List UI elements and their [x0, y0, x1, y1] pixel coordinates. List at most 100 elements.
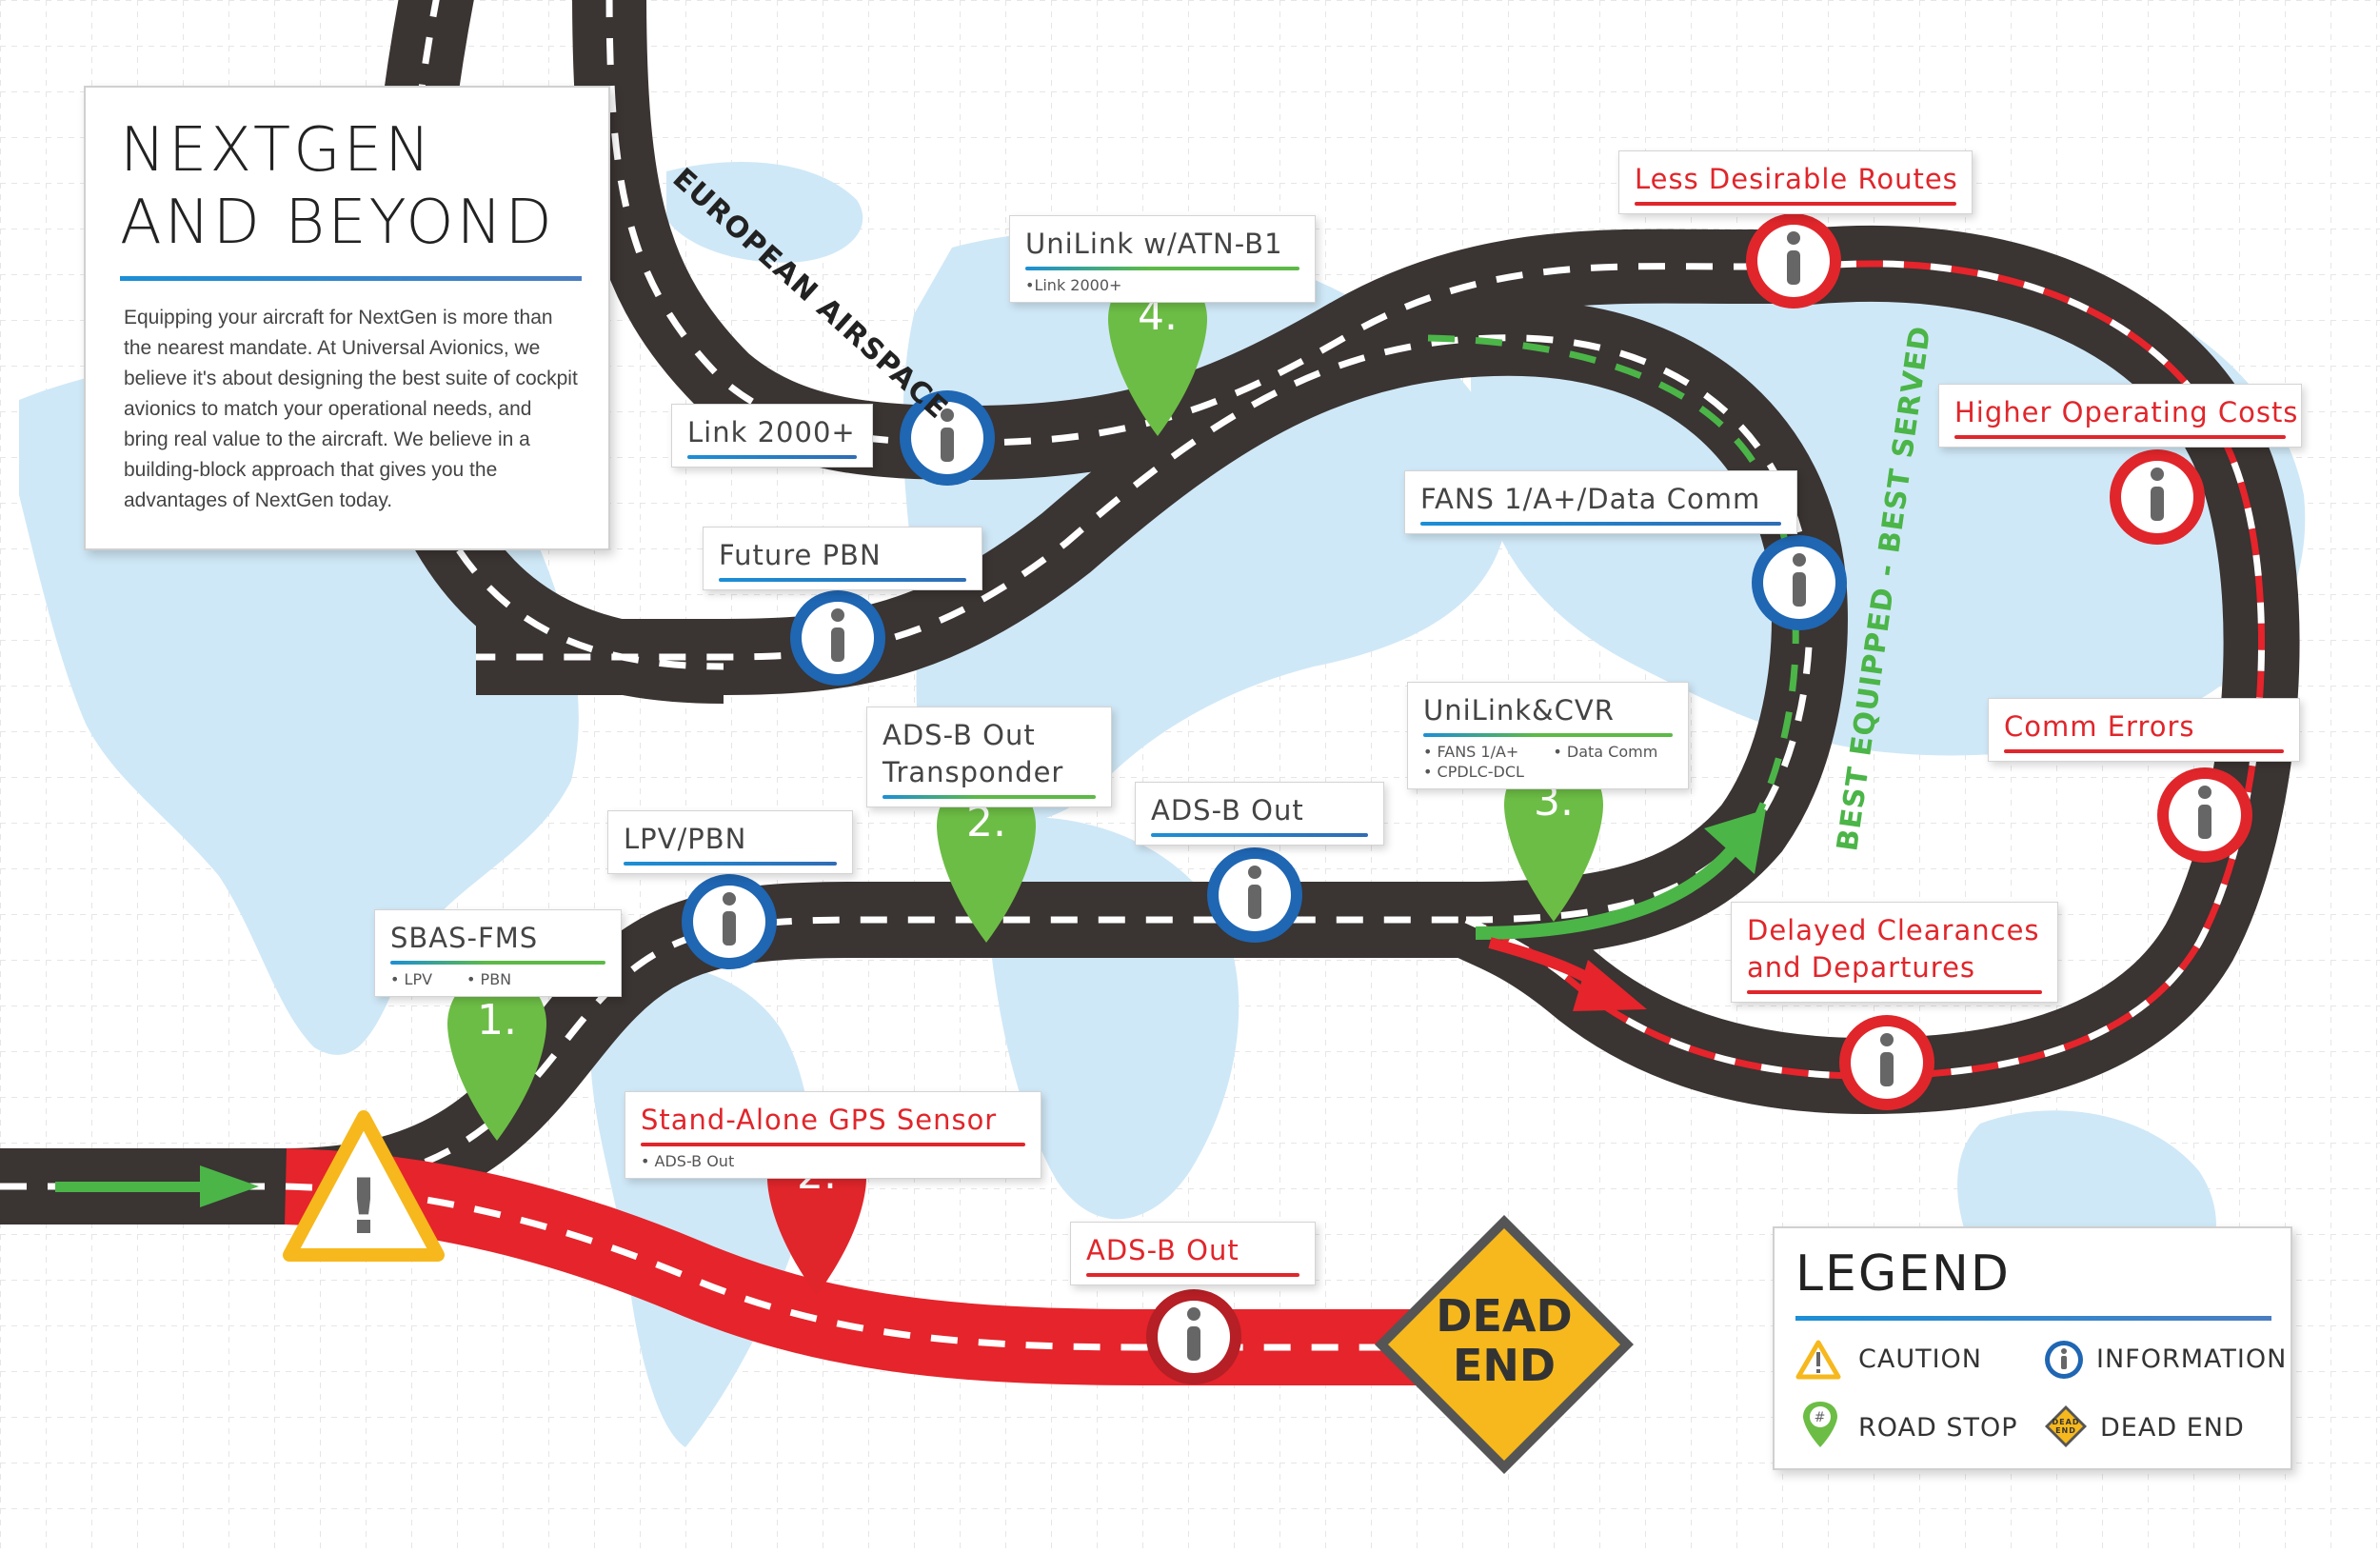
- info-icon[interactable]: [1746, 213, 1841, 309]
- entry-arrow: [55, 1165, 259, 1207]
- label-sbas-fms: SBAS-FMS • LPV• PBN: [374, 909, 622, 997]
- label-lpv-pbn: LPV/PBN: [607, 810, 853, 874]
- pin-1-number: 1.: [477, 996, 517, 1045]
- legend-information-label: INFORMATION: [2096, 1344, 2288, 1374]
- legend-panel: LEGEND CAUTION INFORMATION # ROAD STOP D…: [1773, 1226, 2292, 1470]
- label-title-2: Transponder: [883, 756, 1064, 788]
- label-title: LPV/PBN: [624, 823, 747, 855]
- label-rule: [719, 578, 966, 582]
- intro-text: Equipping your aircraft for NextGen is m…: [124, 307, 578, 511]
- label-rule: [1423, 733, 1673, 737]
- label-title-1: Delayed Clearances: [1747, 914, 2040, 946]
- label-comm-errors: Comm Errors: [1988, 698, 2300, 762]
- svg-text:DEAD: DEAD: [2053, 1418, 2080, 1426]
- dead-end-sign: [1375, 1215, 1634, 1474]
- info-icon[interactable]: [1207, 847, 1302, 943]
- label-title: ADS-B Out: [1086, 1234, 1240, 1266]
- label-rule: [1086, 1273, 1299, 1277]
- info-icon[interactable]: [2110, 449, 2205, 545]
- title-panel: NEXTGEN AND BEYOND Equipping your aircra…: [84, 86, 610, 550]
- label-rule: [687, 455, 857, 459]
- legend-road-stop-label: ROAD STOP: [1858, 1413, 2018, 1443]
- caution-sign: [283, 1110, 445, 1262]
- wrong-way-arrow: [1488, 937, 1647, 1011]
- pin-1-icon[interactable]: [447, 971, 546, 1141]
- label-higher-costs: Higher Operating Costs: [1938, 384, 2302, 448]
- label-title: UniLink&CVR: [1423, 694, 1615, 727]
- label-bullets: • ADS-B Out: [641, 1152, 735, 1170]
- label-bullets: • FANS 1/A+• Data Comm: [1423, 743, 1658, 761]
- label-rule: [1954, 435, 2286, 439]
- label-bullets-2: • CPDLC-DCL: [1423, 763, 1524, 781]
- label-rule: [1151, 833, 1368, 837]
- info-icon[interactable]: [790, 590, 885, 686]
- label-title: Higher Operating Costs: [1954, 396, 2299, 428]
- label-less-desirable: Less Desirable Routes: [1618, 150, 1973, 214]
- label-rule: [2004, 749, 2284, 753]
- label-title: Link 2000+: [687, 416, 856, 448]
- info-icon[interactable]: [682, 874, 777, 969]
- label-adsb-out: ADS-B Out: [1135, 782, 1384, 846]
- info-markers: [682, 390, 1847, 969]
- title-rule: [120, 276, 582, 281]
- legend-rule: [1795, 1316, 2271, 1321]
- label-rule: [390, 961, 605, 965]
- info-icon[interactable]: [1146, 1289, 1241, 1384]
- legend-dead-end-label: DEAD END: [2100, 1413, 2245, 1443]
- dead-end-line1: DEAD: [1436, 1290, 1573, 1342]
- pin-2-icon[interactable]: [937, 773, 1036, 943]
- label-title: ADS-B Out: [1151, 794, 1304, 826]
- pin-4-icon[interactable]: [1108, 267, 1207, 436]
- label-delayed: Delayed Clearances and Departures: [1731, 902, 2058, 1003]
- label-adsb-transponder: ADS-B Out Transponder: [866, 707, 1112, 807]
- label-rule: [641, 1143, 1025, 1146]
- dead-end-road: [284, 1148, 1418, 1385]
- dead-end-text: DEAD END: [1428, 1291, 1580, 1390]
- label-title: FANS 1/A+/Data Comm: [1420, 483, 1761, 515]
- legend-title: LEGEND: [1795, 1245, 2011, 1303]
- info-icon[interactable]: [1752, 535, 1847, 630]
- world-map: [19, 162, 2306, 1447]
- label-rule: [883, 795, 1096, 799]
- road-stop-icon: #: [1803, 1402, 1837, 1447]
- title-line-2: AND BEYOND: [120, 188, 555, 258]
- label-bullets: • LPV• PBN: [390, 970, 512, 988]
- label-fans: FANS 1/A+/Data Comm: [1404, 470, 1797, 534]
- legend-caution-label: CAUTION: [1858, 1344, 1982, 1374]
- label-bullets: •Link 2000+: [1025, 276, 1122, 294]
- label-standalone-gps: Stand-Alone GPS Sensor • ADS-B Out: [625, 1091, 1041, 1179]
- label-title: Stand-Alone GPS Sensor: [641, 1104, 998, 1136]
- label-title: Less Desirable Routes: [1635, 163, 1958, 195]
- label-title: Future PBN: [719, 539, 882, 571]
- info-icon[interactable]: [2157, 767, 2252, 863]
- label-rule: [1420, 522, 1781, 526]
- label-title-1: ADS-B Out: [883, 719, 1036, 751]
- label-title-2: and Departures: [1747, 951, 1976, 984]
- info-icon[interactable]: [900, 390, 995, 486]
- label-title: UniLink w/ATN-B1: [1025, 228, 1283, 260]
- pin-3-icon[interactable]: [1504, 752, 1603, 922]
- best-served-arrow: [1475, 809, 1766, 940]
- label-title: Comm Errors: [2004, 710, 2195, 743]
- label-rule: [624, 862, 837, 866]
- caution-mark: !: [347, 1163, 381, 1251]
- label-link2000: Link 2000+: [671, 404, 873, 468]
- label-rule: [1635, 202, 1956, 206]
- title-line-1: NEXTGEN: [120, 115, 434, 186]
- dead-end-line2: END: [1452, 1340, 1557, 1391]
- label-rule: [1747, 990, 2042, 994]
- caution-icon: [1795, 1340, 1841, 1380]
- label-title: SBAS-FMS: [390, 922, 539, 954]
- label-adsb-out-red: ADS-B Out: [1070, 1222, 1316, 1285]
- label-unilink-cvr: UniLink&CVR • FANS 1/A+• Data Comm • CPD…: [1407, 682, 1689, 789]
- svg-text:END: END: [2055, 1426, 2076, 1435]
- page-title: NEXTGEN AND BEYOND: [120, 114, 555, 259]
- label-rule: [1025, 267, 1299, 270]
- label-future-pbn: Future PBN: [703, 527, 982, 590]
- warning-markers: [1146, 213, 2252, 1384]
- information-icon: [2045, 1341, 2083, 1379]
- info-icon[interactable]: [1839, 1015, 1934, 1110]
- svg-text:#: #: [1815, 1410, 1827, 1425]
- label-unilink-atn: UniLink w/ATN-B1 •Link 2000+: [1009, 215, 1316, 303]
